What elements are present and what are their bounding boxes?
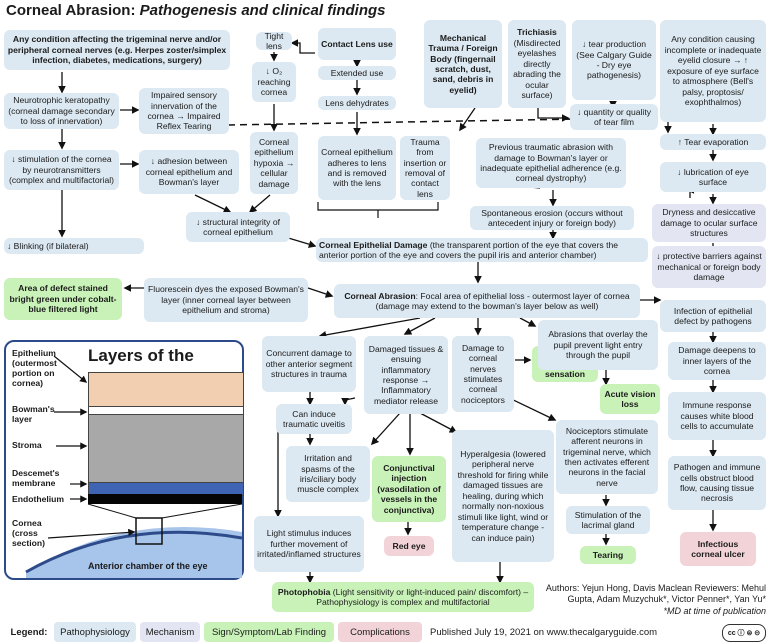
stroma-layer [88, 414, 244, 484]
cornea-layers-panel: Layers of the cornea Epithelium (outermo… [4, 340, 244, 580]
corneal-ulcer-box: Infectious corneal ulcer [680, 532, 756, 566]
epithelium-label: Epithelium (outermost portion on cornea) [12, 348, 57, 389]
spontaneous-erosion-box: Spontaneous erosion (occurs without ante… [470, 206, 634, 230]
extended-use-box: Extended use [318, 66, 396, 80]
immune-response-box: Immune response causes white blood cells… [668, 392, 766, 440]
epithelium-layer [88, 372, 244, 408]
conjunctival-injection-box: Conjunctival injection (vasodilation of … [372, 456, 446, 522]
tear-evaporation-box: ↑ Tear evaporation [660, 134, 766, 150]
tear-production-box: ↓ tear production (See Calgary Guide - D… [572, 20, 656, 100]
legend-sign-symptom: Sign/Symptom/Lab Finding [204, 622, 334, 642]
tight-lens-box: Tight lens [256, 31, 292, 51]
blinking-box: ↓ Blinking (if bilateral) [4, 238, 144, 254]
impaired-sensory-box: Impaired sensory innervation of the corn… [139, 88, 229, 134]
photophobia-box: Photophobia (Light sensitivity or light-… [272, 582, 534, 612]
infection-box: Infection of epithelial defect by pathog… [660, 300, 766, 332]
damage-nerves-box: Damage to corneal nerves stimulates corn… [452, 336, 514, 412]
legend-complications: Complications [338, 622, 422, 642]
uveitis-box: Can induce traumatic uveitis [276, 404, 352, 434]
lacrimal-box: Stimulation of the lacrimal gland [566, 506, 650, 534]
abrasions-pupil-box: Abrasions that overlay the pupil prevent… [538, 320, 658, 370]
trichiasis-box: Trichiasis(Misdirected eyelashes directl… [508, 20, 566, 108]
adhesion-box: ↓ adhesion between corneal epithelium an… [139, 150, 239, 194]
mechanical-trauma-box: Mechanical Trauma / Foreign Body (finger… [424, 20, 502, 108]
authors-text: Authors: Yejun Hong, Davis Maclean Revie… [545, 583, 766, 616]
endothelium-layer [88, 494, 242, 504]
previous-trauma-box: Previous traumatic abrasion with damage … [476, 138, 626, 188]
epithelial-damage-box: Corneal Epithelial Damage (the transpare… [316, 238, 648, 262]
concurrent-damage-box: Concurrent damage to other anterior segm… [262, 336, 356, 392]
fluorescein-sign-box: Area of defect stained bright green unde… [4, 278, 122, 320]
pathogen-cells-box: Pathogen and immune cells obstruct blood… [668, 456, 766, 510]
nociceptors-box: Nociceptors stimulate afferent neurons i… [556, 420, 658, 494]
stroma-label: Stroma [12, 440, 42, 450]
descemet-label: Descemet's membrane [12, 468, 60, 489]
lubrication-box: ↓ lubrication of eye surface [660, 162, 766, 192]
legend-pathophysiology: Pathophysiology [54, 622, 136, 642]
red-eye-box: Red eye [384, 536, 434, 556]
tearing-box: Tearing [580, 546, 636, 564]
license-badge-icon: cc ⓘ ⊜ ⊝ [722, 624, 766, 642]
trauma-contact-box: Trauma from insertion or removal of cont… [400, 136, 450, 200]
hyperalgesia-box: Hyperalgesia (lowered peripheral nerve t… [452, 430, 554, 562]
cornea-label: Cornea (cross section) [12, 518, 45, 549]
acute-vision-loss-box: Acute vision loss [600, 384, 660, 414]
damaged-tissues-box: Damaged tissues & ensuing inflammatory r… [364, 336, 448, 414]
published-footer: Published July 19, 2021 on www.thecalgar… [430, 627, 658, 638]
legend-label: Legend: [10, 626, 48, 638]
anterior-chamber-label: Anterior chamber of the eye [88, 561, 208, 571]
neurotrophic-keratopathy-box: Neurotrophic keratopathy (corneal damage… [4, 93, 119, 129]
endothelium-label: Endothelium [12, 494, 65, 504]
trigeminal-condition-box: Any condition affecting the trigeminal n… [4, 30, 230, 70]
fluorescein-box: Fluorescein dyes the exposed Bowman's la… [144, 278, 308, 322]
epithelium-adheres-box: Corneal epithelium adheres to lens and i… [318, 136, 396, 200]
contact-lens-box: Contact Lens use [318, 28, 396, 60]
damage-deepens-box: Damage deepens to inner layers of the co… [668, 342, 766, 380]
lens-dehydrates-box: Lens dehydrates [318, 96, 396, 110]
dryness-box: Dryness and desiccative damage to ocular… [652, 204, 766, 242]
bowman-label: Bowman's layer [12, 404, 55, 425]
protective-barriers-box: ↓ protective barriers against mechanical… [652, 246, 766, 288]
tear-quantity-box: ↓ quantity or quality of tear film [570, 104, 658, 130]
incomplete-closure-box: Any condition causing incomplete or inad… [660, 20, 766, 122]
corneal-abrasion-box: Corneal Abrasion: Focal area of epitheli… [334, 284, 640, 318]
irritation-box: Irritation and spasms of the iris/ciliar… [286, 446, 370, 502]
o2-box: ↓ O₂ reaching cornea [252, 62, 296, 102]
light-stimulus-box: Light stimulus induces further movement … [254, 516, 364, 572]
legend-mechanism: Mechanism [140, 622, 200, 642]
hypoxia-box: Corneal epithelium hypoxia → cellular da… [250, 132, 298, 194]
stimulation-cornea-box: ↓ stimulation of the cornea by neurotran… [4, 150, 119, 190]
cornea-cross-section-svg [25, 355, 242, 578]
structural-integrity-box: ↓ structural integrity of corneal epithe… [186, 212, 290, 242]
page-title: Corneal Abrasion: Pathogenesis and clini… [6, 2, 386, 19]
